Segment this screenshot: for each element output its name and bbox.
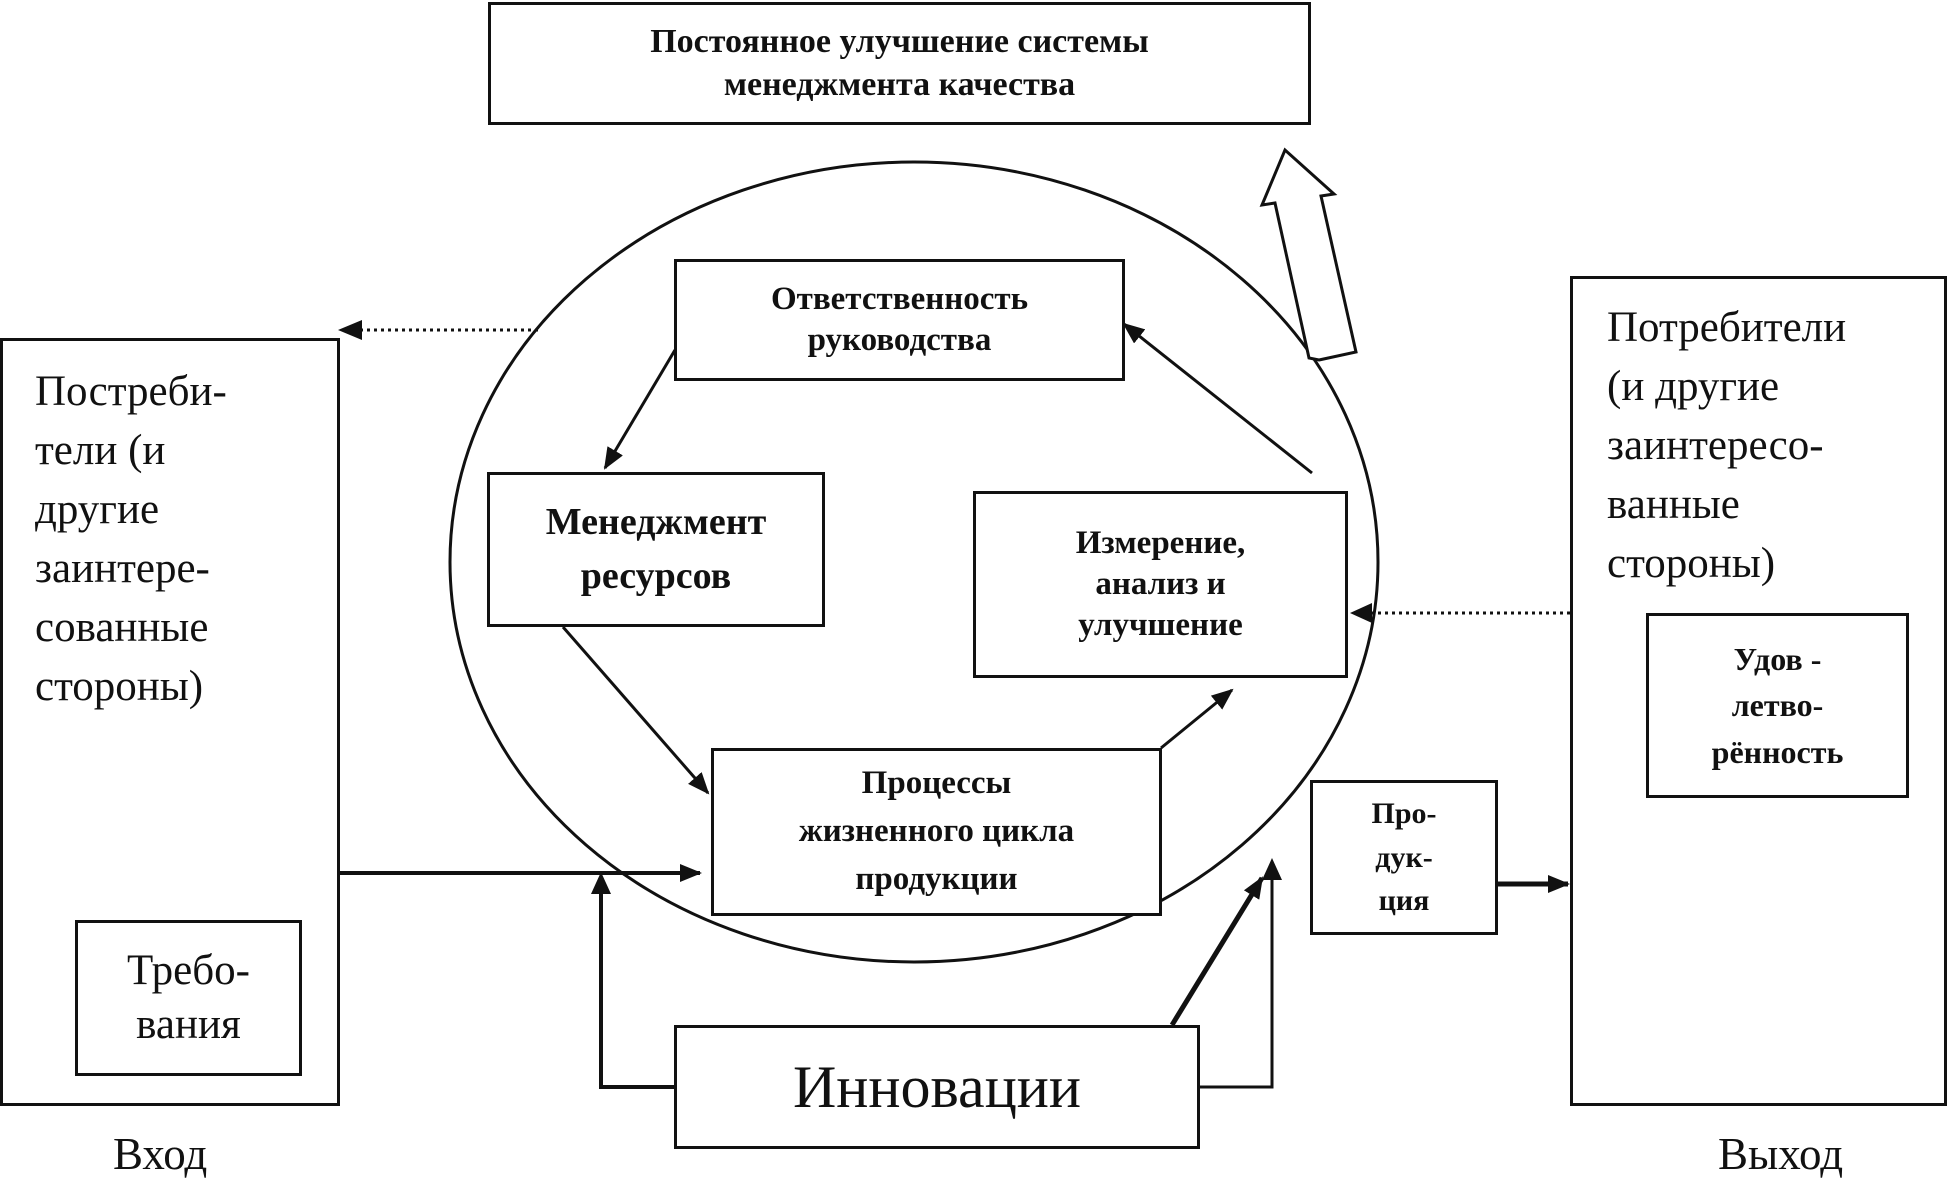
continuous-improvement-box: Постоянное улучшение системы менеджмента… xyxy=(488,2,1311,125)
arrow-measurement-to-responsibility xyxy=(1122,322,1313,475)
innovation-text: Инновации xyxy=(792,1053,1082,1120)
input-label: Вход xyxy=(113,1129,208,1179)
continuous-improvement-text: Постоянное улучшение системы менеджмента… xyxy=(650,23,1149,103)
arrow-resources-to-processes xyxy=(561,626,710,795)
arrow-responsibility-to-resources xyxy=(603,349,677,470)
hollow-up-arrow xyxy=(1259,147,1358,362)
input-consumers-text: Постреби- тели (и другие заинтере- сован… xyxy=(35,368,227,710)
life-cycle-processes-box: Процессы жизненного цикла продукции xyxy=(711,748,1162,916)
satisfaction-text: Удов - летво- рённость xyxy=(1711,640,1844,770)
product-box: Про- дук- ция xyxy=(1310,780,1498,935)
innovation-path-left xyxy=(599,880,676,1089)
satisfaction-box: Удов - летво- рённость xyxy=(1646,613,1909,798)
output-label: Выход xyxy=(1718,1129,1844,1179)
measurement-box: Измерение, анализ и улучшение xyxy=(973,491,1348,678)
arrow-innovation-diagonal xyxy=(1169,876,1265,1027)
requirements-box: Требо- вания xyxy=(75,920,302,1076)
life-cycle-processes-text: Процессы жизненного цикла продукции xyxy=(798,765,1075,897)
resource-management-text: Менеджмент ресурсов xyxy=(545,501,767,597)
requirements-text: Требо- вания xyxy=(127,947,250,1048)
management-responsibility-text: Ответственность руководства xyxy=(770,280,1029,358)
resource-management-box: Менеджмент ресурсов xyxy=(487,472,825,627)
input-consumers-panel: Постреби- тели (и другие заинтере- сован… xyxy=(0,338,340,1106)
innovation-arrow-head-right xyxy=(1262,858,1282,880)
arrow-processes-to-measurement xyxy=(1160,688,1234,750)
management-responsibility-box: Ответственность руководства xyxy=(674,259,1125,381)
innovation-arrow-head-left xyxy=(591,872,611,894)
innovation-path-right xyxy=(1198,874,1274,1089)
dotted-arrow-head-measurement xyxy=(1350,603,1372,623)
qms-ellipse xyxy=(448,160,1380,964)
product-text: Про- дук- ция xyxy=(1371,797,1437,918)
dotted-arrow-head-left xyxy=(338,320,362,340)
innovation-box: Инновации xyxy=(674,1025,1200,1149)
measurement-text: Измерение, анализ и улучшение xyxy=(1075,524,1246,644)
output-consumers-text: Потребители (и другие заинтересо- ванные… xyxy=(1607,304,1847,587)
